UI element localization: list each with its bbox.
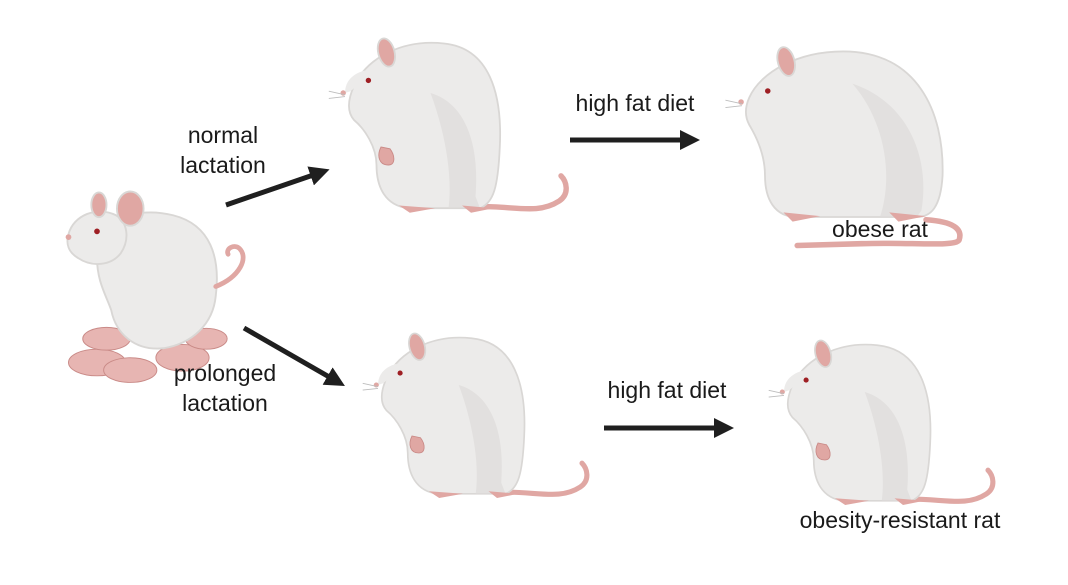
obesity-resistant-rat-icon <box>769 339 993 505</box>
label-obesity-resistant-rat: obesity-resistant rat <box>799 507 1001 533</box>
rat-normal-lactation-icon <box>329 36 566 212</box>
arrow-prolonged-lactation <box>242 325 345 386</box>
label-normal-line2: lactation <box>180 152 266 178</box>
mother-rat-with-pups-icon <box>66 192 243 383</box>
label-prolonged-lactation: prolonged lactation <box>158 358 292 418</box>
arrow-normal-lactation <box>225 166 330 208</box>
label-prolonged-line2: lactation <box>182 390 268 416</box>
label-normal-line1: normal <box>187 122 259 148</box>
label-obese-rat: obese rat <box>832 216 928 242</box>
rat-prolonged-lactation-icon <box>363 332 587 498</box>
label-prolonged-line1: prolonged <box>173 360 277 386</box>
label-normal-lactation: normal lactation <box>168 120 278 180</box>
label-high-fat-diet-bottom: high fat diet <box>607 377 727 403</box>
label-high-fat-diet-top: high fat diet <box>575 90 695 116</box>
